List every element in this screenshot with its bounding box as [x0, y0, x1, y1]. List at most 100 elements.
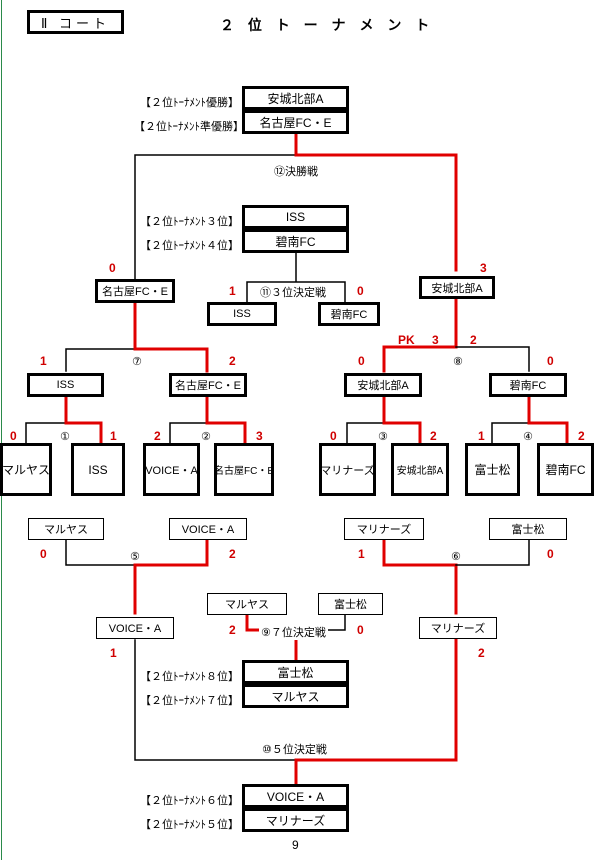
court-label: Ⅱ コート: [27, 10, 124, 34]
result-team-fifth: マリナーズ: [242, 808, 349, 832]
r3-left-score: 0: [330, 429, 337, 443]
semi8-pk-label: PK: [398, 333, 415, 347]
r4-match-no: ④: [521, 430, 535, 443]
final-left-team: 名古屋FC・E: [95, 279, 175, 303]
result-label-third: 【２位ﾄｰﾅﾒﾝﾄ３位】: [140, 216, 239, 228]
r3-right-team: 安城北部A: [391, 443, 449, 496]
seventh-right-team: 富士松: [318, 593, 383, 615]
seventh-left-team: マルヤス: [207, 593, 287, 615]
r2-line-left: [169, 422, 208, 444]
page-edge-line: [1, 0, 2, 860]
semi7-left-score: 1: [40, 354, 47, 368]
result-team-third: ISS: [242, 205, 349, 229]
seventh-right-score: 0: [357, 623, 364, 637]
r4-left-score: 1: [478, 429, 485, 443]
final-right-score: 3: [480, 261, 487, 275]
third-place-left-team: ISS: [207, 302, 277, 326]
result-label-eighth: 【２位ﾄｰﾅﾒﾝﾄ８位】: [140, 671, 239, 683]
semi7-left-team: ISS: [27, 373, 104, 397]
r4-left-team: 富士松: [465, 443, 520, 496]
semi7-right-score: 2: [229, 354, 236, 368]
fifth-left-team: VOICE・A: [96, 617, 174, 639]
semi7-match-no: ⑦: [130, 355, 144, 368]
semi8-pk-score: 3: [432, 333, 439, 347]
result-label-fourth: 【２位ﾄｰﾅﾒﾝﾄ４位】: [140, 240, 239, 252]
final-left-score: 0: [109, 261, 116, 275]
semi8-left-score: 0: [358, 354, 365, 368]
r2-left-score: 2: [154, 429, 161, 443]
r3-match-no: ③: [376, 430, 390, 443]
r4-line-left: [491, 422, 530, 444]
seventh-match-label: ⑨７位決定戦: [259, 624, 328, 640]
final-right-team: 安城北部A: [419, 276, 495, 299]
r1-right-team: ISS: [71, 443, 125, 496]
semi8-right-score: 0: [547, 354, 554, 368]
page-title: ２ 位 ト ー ナ メ ン ト: [220, 17, 435, 33]
cons5-match-no: ⑤: [128, 550, 142, 563]
fifth-left-score: 1: [110, 646, 117, 660]
cons5-left-score: 0: [40, 547, 47, 561]
result-label-fifth: 【２位ﾄｰﾅﾒﾝﾄ５位】: [140, 819, 239, 831]
fifth-match-label: ⑩５位決定戦: [260, 741, 329, 757]
r1-match-no: ①: [58, 430, 72, 443]
third-place-match-label: ⑪３位決定戦: [258, 284, 328, 300]
r2-right-team: 名古屋FC・E: [214, 443, 274, 496]
cons6-right-team: 富士松: [489, 518, 567, 540]
r2-right-score: 3: [256, 429, 263, 443]
semi7-right-line: [133, 301, 209, 373]
result-team-sixth: VOICE・A: [242, 784, 349, 808]
result-label-runner-up: 【２位ﾄｰﾅﾒﾝﾄ準優勝】: [134, 121, 244, 133]
r3-left-team: マリナーズ: [319, 443, 376, 496]
cons5-right-team: VOICE・A: [169, 518, 247, 540]
result-team-runner-up: 名古屋FC・E: [242, 110, 349, 134]
r2-left-team: VOICE・A: [143, 443, 200, 496]
r1-line-left: [25, 422, 67, 444]
result-team-champion: 安城北部A: [242, 86, 349, 110]
third-place-line: [246, 252, 346, 303]
final-left-line: [134, 154, 297, 283]
r2-match-no: ②: [199, 430, 213, 443]
cons6-left-score: 1: [358, 547, 365, 561]
third-place-right-score: 0: [357, 284, 364, 298]
final-right-team-advance-score: 2: [470, 333, 477, 347]
fifth-right-team: マリナーズ: [419, 617, 497, 639]
semi8-match-no: ⑧: [451, 355, 465, 368]
r1-left-score: 0: [10, 429, 17, 443]
fifth-right-line: [294, 638, 458, 786]
seventh-left-score: 2: [229, 623, 236, 637]
r3-right-score: 2: [430, 429, 437, 443]
third-place-left-score: 1: [229, 284, 236, 298]
result-label-seventh: 【２位ﾄｰﾅﾒﾝﾄ７位】: [140, 695, 239, 707]
r4-right-team: 碧南FC: [537, 443, 594, 496]
semi8-right-line: [455, 346, 530, 372]
fifth-left-line: [134, 639, 297, 761]
semi8-right-team: 碧南FC: [489, 373, 567, 397]
final-right-line: [294, 131, 458, 272]
semi8-left-team: 安城北部A: [344, 373, 422, 397]
result-label-champion: 【２位ﾄｰﾅﾒﾝﾄ優勝】: [140, 97, 239, 109]
cons6-right-line: [455, 539, 530, 566]
third-place-right-team: 碧南FC: [318, 302, 380, 326]
semi8-left-line: [382, 297, 458, 373]
cons5-right-score: 2: [229, 547, 236, 561]
r1-left-team: マルヤス: [0, 443, 52, 496]
r3-line-left: [346, 422, 385, 444]
r1-line-right: [64, 395, 103, 445]
r2-line-right: [205, 395, 247, 445]
semi7-right-team: 名古屋FC・E: [169, 373, 247, 397]
cons6-right-score: 0: [547, 547, 554, 561]
page-number: 9: [292, 838, 299, 852]
cons6-match-no: ⑥: [449, 550, 463, 563]
fifth-right-score: 2: [478, 646, 485, 660]
r4-line-right: [527, 395, 569, 445]
r4-right-score: 2: [578, 429, 585, 443]
final-match-label: ⑫決勝戦: [272, 163, 320, 179]
cons5-right-line: [133, 538, 209, 615]
cons5-left-line: [65, 539, 136, 566]
result-team-seventh: マルヤス: [242, 684, 349, 708]
r1-right-score: 1: [110, 429, 117, 443]
result-team-eighth: 富士松: [242, 660, 349, 684]
cons6-left-line: [382, 538, 458, 615]
cons5-left-team: マルヤス: [28, 518, 104, 540]
